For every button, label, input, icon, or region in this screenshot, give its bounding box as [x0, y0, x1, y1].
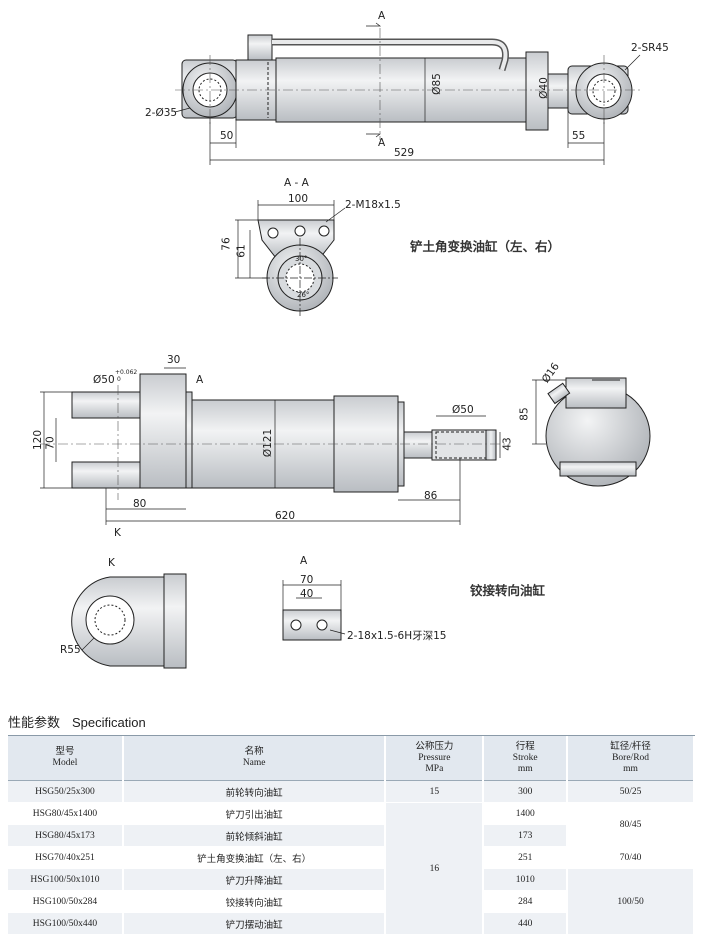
drawing2-dim-80: 80: [133, 498, 147, 510]
cell-stroke: 251: [483, 846, 569, 869]
drawing2-dim-120: 120: [32, 429, 45, 451]
table-row: HSG100/50x284 铰接转向油缸 284: [8, 890, 694, 913]
spec-title-en: Specification: [72, 715, 146, 730]
drawing2-dimensions: [40, 367, 501, 525]
cell-model: HSG70/40x251: [8, 846, 124, 869]
table-row: HSG70/40x251 铲土角变换油缸（左、右） 251 70/40: [8, 846, 695, 869]
table-row: HSG80/45x1400 铲刀引出油缸 16 1400 80/45: [8, 802, 695, 935]
cell-name: 铲刀摆动油缸: [122, 912, 387, 935]
drawing1-dia85-label: Ø85: [430, 73, 443, 95]
section-aa-dimensions: [235, 200, 346, 318]
section-aa-dim-61: 61: [235, 244, 248, 258]
cell-model: HSG100/50x1010: [8, 868, 124, 891]
view-a-thread-label: 2-18x1.5-6H牙深15: [347, 630, 447, 642]
cell-name: 铲刀升降油缸: [122, 868, 387, 891]
cell-bore: 70/40: [567, 846, 695, 869]
drawing1-sr45-label: 2-SR45: [631, 42, 669, 54]
cell-model: HSG80/45x173: [8, 824, 124, 847]
spec-title-cn: 性能参数: [8, 716, 61, 731]
drawing2-dia121-label: Ø121: [262, 428, 275, 458]
view-a-dim-40: 40: [300, 588, 314, 600]
table-row: HSG100/50x1010 铲刀升降油缸 1010 100/50: [8, 868, 695, 935]
table-row: HSG50/25x300 前轮转向油缸 15 300 50/25: [8, 780, 695, 803]
section-aa-view: [257, 219, 335, 312]
drawing2-dim-70: 70: [44, 436, 57, 450]
drawing2-cylinder: [71, 373, 497, 493]
cell-pressure: 16: [385, 802, 485, 935]
cell-model: HSG80/45x1400: [8, 802, 124, 825]
view-a-dimensions: [282, 580, 346, 635]
cell-stroke: 284: [483, 890, 569, 913]
cell-model: HSG50/25x300: [8, 780, 124, 803]
drawing2-end-view: [545, 377, 651, 487]
cell-pressure: 15: [385, 780, 485, 803]
technical-drawings: [40, 22, 651, 669]
cell-name: 前轮倾斜油缸: [122, 824, 387, 847]
drawing2-dim-43: 43: [501, 437, 514, 451]
drawing1-section-marker-bottom: A: [378, 137, 386, 149]
section-aa-caption: 铲土角变换油缸（左、右）: [410, 239, 561, 254]
cell-model: HSG100/50x440: [8, 912, 124, 935]
drawing2-a-marker: A: [196, 374, 204, 386]
drawing2-dim-30: 30: [167, 354, 181, 366]
spec-title: 性能参数 Specification: [8, 712, 146, 731]
table-row: HSG100/50x440 铲刀摆动油缸 440: [8, 912, 694, 935]
section-aa-dim-76: 76: [220, 237, 233, 251]
view-k: [71, 573, 187, 669]
section-aa-angle-30: 30°: [295, 255, 308, 263]
drawing1-dim-55: 55: [572, 130, 586, 142]
view-k-title: K: [108, 557, 115, 569]
cell-stroke: 1400: [483, 802, 569, 825]
view-a-dim-70: 70: [300, 574, 314, 586]
drawing1-dim-529: 529: [394, 147, 415, 159]
cell-stroke: 173: [483, 824, 569, 847]
cell-bore: 50/25: [567, 780, 695, 803]
view-a-caption: 铰接转向油缸: [470, 583, 546, 598]
cell-name: 铲土角变换油缸（左、右）: [122, 846, 387, 869]
cell-name: 铲刀引出油缸: [122, 802, 387, 825]
view-k-dimensions: [81, 637, 95, 651]
cell-bore: 80/45: [567, 802, 695, 847]
drawing1-centerlines: [175, 28, 640, 140]
cell-bore: 100/50: [567, 868, 695, 935]
cell-model: HSG100/50x284: [8, 890, 124, 913]
cell-name: 铰接转向油缸: [122, 890, 387, 913]
drawing2-tolerance-lower: 0: [117, 376, 121, 383]
view-k-r55-label: R55: [60, 644, 81, 656]
section-aa-title: A - A: [284, 177, 309, 189]
drawing1-section-marker-top: A: [378, 10, 386, 22]
drawing2-tolerance-upper: +0.062: [115, 369, 138, 376]
table-row: HSG80/45x173 前轮倾斜油缸 173: [8, 824, 694, 847]
drawing2-k-marker: K: [114, 527, 121, 539]
drawing2-dim-86: 86: [424, 490, 438, 502]
drawing2-dim-85: 85: [518, 407, 531, 421]
cell-stroke: 1010: [483, 868, 569, 891]
drawing2-dia50-rod: Ø50: [452, 404, 474, 416]
drawing1-dimensions: [174, 22, 641, 165]
drawing1-cylinder: [181, 34, 633, 131]
cell-name: 前轮转向油缸: [122, 780, 387, 803]
drawing2-dia50-tolerance: Ø50: [93, 374, 115, 386]
view-a-title: A: [300, 555, 308, 567]
cell-stroke: 300: [483, 780, 569, 803]
cell-stroke: 440: [483, 912, 569, 935]
section-aa-m18-label: 2-M18x1.5: [345, 199, 401, 211]
drawing1-dia35-label: 2-Ø35: [145, 107, 178, 119]
drawing1-dim-50: 50: [220, 130, 234, 142]
view-a: [282, 609, 342, 641]
section-aa-angle-26: 26°: [297, 291, 310, 299]
drawing2-end-dimensions: [532, 379, 566, 445]
drawing1-dia40-label: Ø40: [537, 77, 550, 99]
section-aa-dim-100: 100: [288, 193, 309, 205]
drawing2-dim-620: 620: [275, 510, 296, 522]
